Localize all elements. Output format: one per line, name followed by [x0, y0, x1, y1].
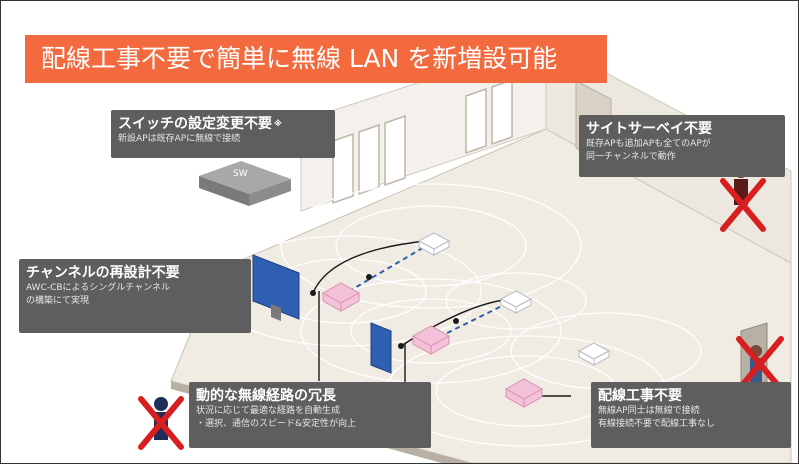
access-point-icon — [417, 232, 611, 366]
red-cross-icon-bottom-right — [736, 336, 784, 392]
callout-channel: チャンネルの再設計不要 AWC-CBによるシングルチャンネル の構築にて実現 — [19, 259, 251, 333]
switch-device-icon — [199, 161, 291, 206]
callout-channel-title: チャンネルの再設計不要 — [26, 265, 180, 281]
callout-wiring: 配線工事不要 無線AP同士は無線で接続 有線接続不要で配線工事なし — [591, 382, 791, 448]
callout-switch-note: ※ — [274, 119, 282, 128]
callout-switch-title: スイッチの設定変更不要 — [118, 116, 272, 132]
wireless-links — [340, 242, 517, 342]
link-nodes — [310, 274, 459, 349]
callout-survey-title: サイトサーベイ不要 — [586, 121, 712, 137]
coverage-rings — [210, 183, 702, 447]
callout-survey-desc-2: 同一チャンネルで動作 — [586, 152, 676, 162]
new-access-point-icon — [321, 282, 544, 408]
callout-switch-desc-1: 新設APは既存APに無線で接続 — [118, 134, 241, 144]
callout-redundancy-desc-2: ・選択、通信のスピード&安定性が向上 — [196, 419, 357, 429]
banner-title: 配線工事不要で簡単に無線 LAN を新増設可能 — [25, 35, 607, 83]
callout-survey: サイトサーベイ不要 既存APも追加APも全てのAPが 同一チャンネルで動作 — [579, 115, 785, 177]
callout-channel-desc-2: の構築にて実現 — [26, 296, 90, 306]
red-cross-icon-bottom-left — [138, 396, 184, 450]
callout-redundancy-desc-1: 状況に応じて最適な経路を自動生成 — [196, 406, 341, 416]
red-cross-icon-top-right — [720, 178, 766, 232]
callout-switch: スイッチの設定変更不要※ 新設APは既存APに無線で接続 — [111, 110, 335, 158]
callout-redundancy-title: 動的な無線経路の冗長 — [196, 388, 336, 404]
callout-wiring-desc-1: 無線AP同士は無線で接続 — [598, 406, 700, 416]
callout-channel-desc-1: AWC-CBによるシングルチャンネル — [26, 283, 171, 293]
callout-redundancy: 動的な無線経路の冗長 状況に応じて最適な経路を自動生成 ・選択、通信のスピード&… — [189, 382, 431, 448]
switch-label: SW — [233, 169, 248, 179]
callout-wiring-desc-2: 有線接続不要で配線工事なし — [598, 419, 716, 429]
callout-wiring-title: 配線工事不要 — [598, 388, 682, 404]
callout-survey-desc-1: 既存APも追加APも全てのAPが — [586, 139, 711, 149]
monitor-icon — [252, 254, 392, 374]
windows — [332, 78, 513, 205]
